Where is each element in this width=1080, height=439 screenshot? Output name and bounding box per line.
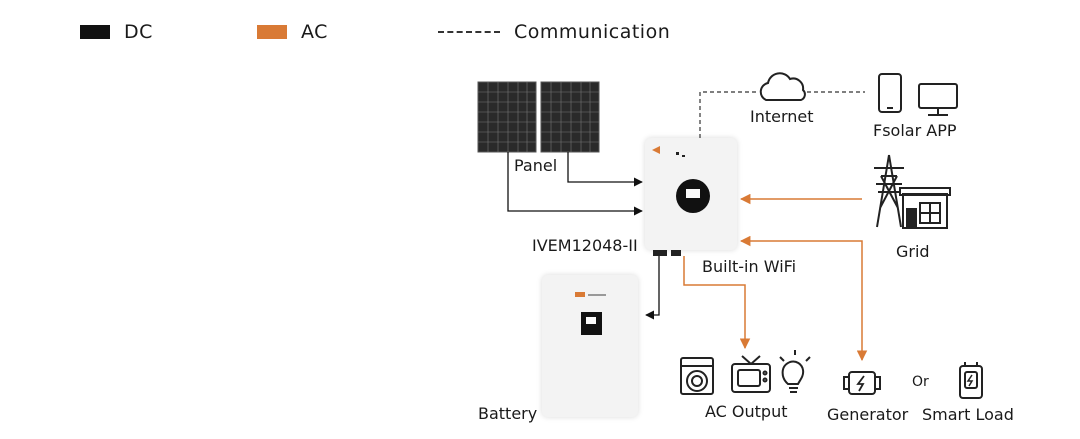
legend-dc: DC [80, 20, 153, 44]
or-label: Or [912, 374, 929, 390]
panel-label: Panel [514, 156, 558, 175]
inverter-display-icon [652, 146, 710, 256]
communication-line [699, 91, 865, 138]
legend-ac: AC [257, 20, 328, 44]
generator-label: Generator [827, 405, 909, 424]
legend-communication: Communication [438, 20, 670, 44]
grid-label: Grid [896, 242, 930, 261]
inverter-label: IVEM12048-II [532, 236, 638, 255]
generator-icon [843, 371, 881, 395]
solar-panel-icon [477, 81, 600, 153]
internet-label: Internet [750, 107, 814, 126]
ac-output-label: AC Output [705, 402, 788, 421]
wifi-label: Built-in WiFi [702, 257, 797, 276]
building-icon [899, 187, 951, 229]
dc-swatch [80, 25, 110, 39]
smart-load-icon [959, 362, 983, 399]
legend-dc-label: DC [124, 21, 153, 43]
tv-icon [731, 355, 771, 393]
battery-box [542, 275, 638, 417]
washing-machine-icon [680, 357, 714, 395]
grid-pylon-icon [874, 154, 904, 228]
ac-lines [683, 193, 868, 362]
app-label: Fsolar APP [873, 121, 957, 140]
cloud-icon [759, 72, 806, 101]
battery-label: Battery [478, 404, 538, 423]
phone-icon [878, 73, 902, 113]
smart-load-label: Smart Load [922, 405, 1014, 424]
dashed-line-swatch [438, 31, 500, 33]
legend-comm-label: Communication [514, 21, 671, 43]
dc-lines [507, 152, 660, 320]
monitor-icon [918, 83, 958, 116]
battery-display-icon [575, 292, 606, 335]
ac-swatch [257, 25, 287, 39]
light-bulb-icon [779, 350, 811, 393]
legend-ac-label: AC [301, 21, 328, 43]
